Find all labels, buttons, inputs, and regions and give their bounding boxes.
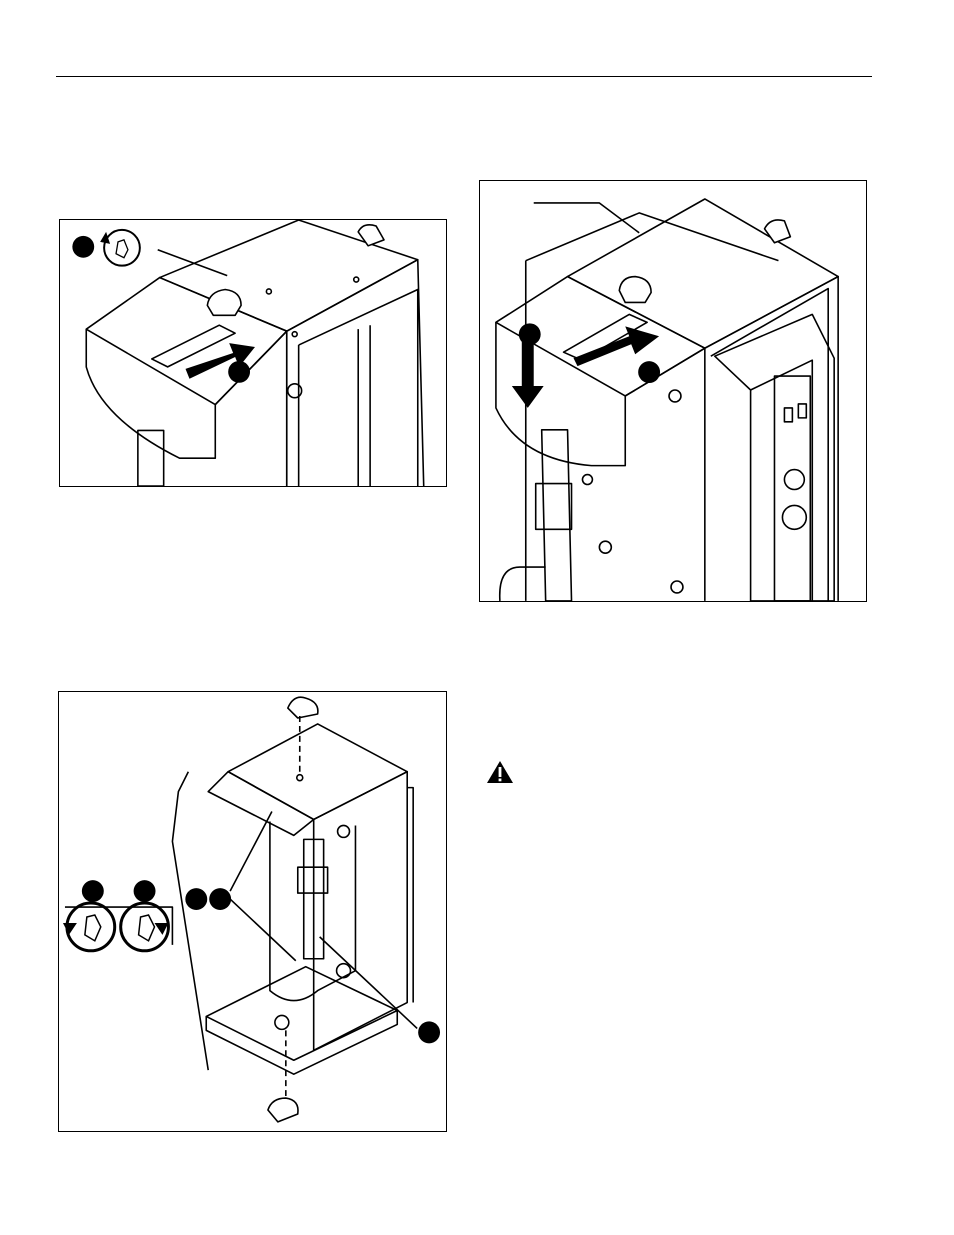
rotate-counterclockwise-hand-icon (100, 230, 140, 266)
callout-3-c (185, 888, 207, 910)
callout-3-e (418, 1021, 440, 1043)
callout-2-a (519, 323, 541, 345)
header-rule (56, 76, 872, 77)
callout-3-a (82, 880, 104, 902)
figure-2-install-cpu (479, 180, 867, 602)
callout-3-d (209, 888, 231, 910)
callout-1-a (72, 236, 94, 258)
figure-3-illustration (59, 692, 446, 1131)
callout-1-b (228, 361, 250, 383)
callout-3-b (134, 880, 156, 902)
callout-2-b (638, 361, 660, 383)
warning-triangle-icon (486, 760, 514, 784)
figure-3-bracket-adjust (58, 691, 447, 1132)
figure-1-illustration (60, 220, 446, 486)
figure-2-illustration (480, 181, 866, 601)
figure-1-remove-knob (59, 219, 447, 487)
rotate-both-ways-hand-icon (63, 903, 168, 951)
